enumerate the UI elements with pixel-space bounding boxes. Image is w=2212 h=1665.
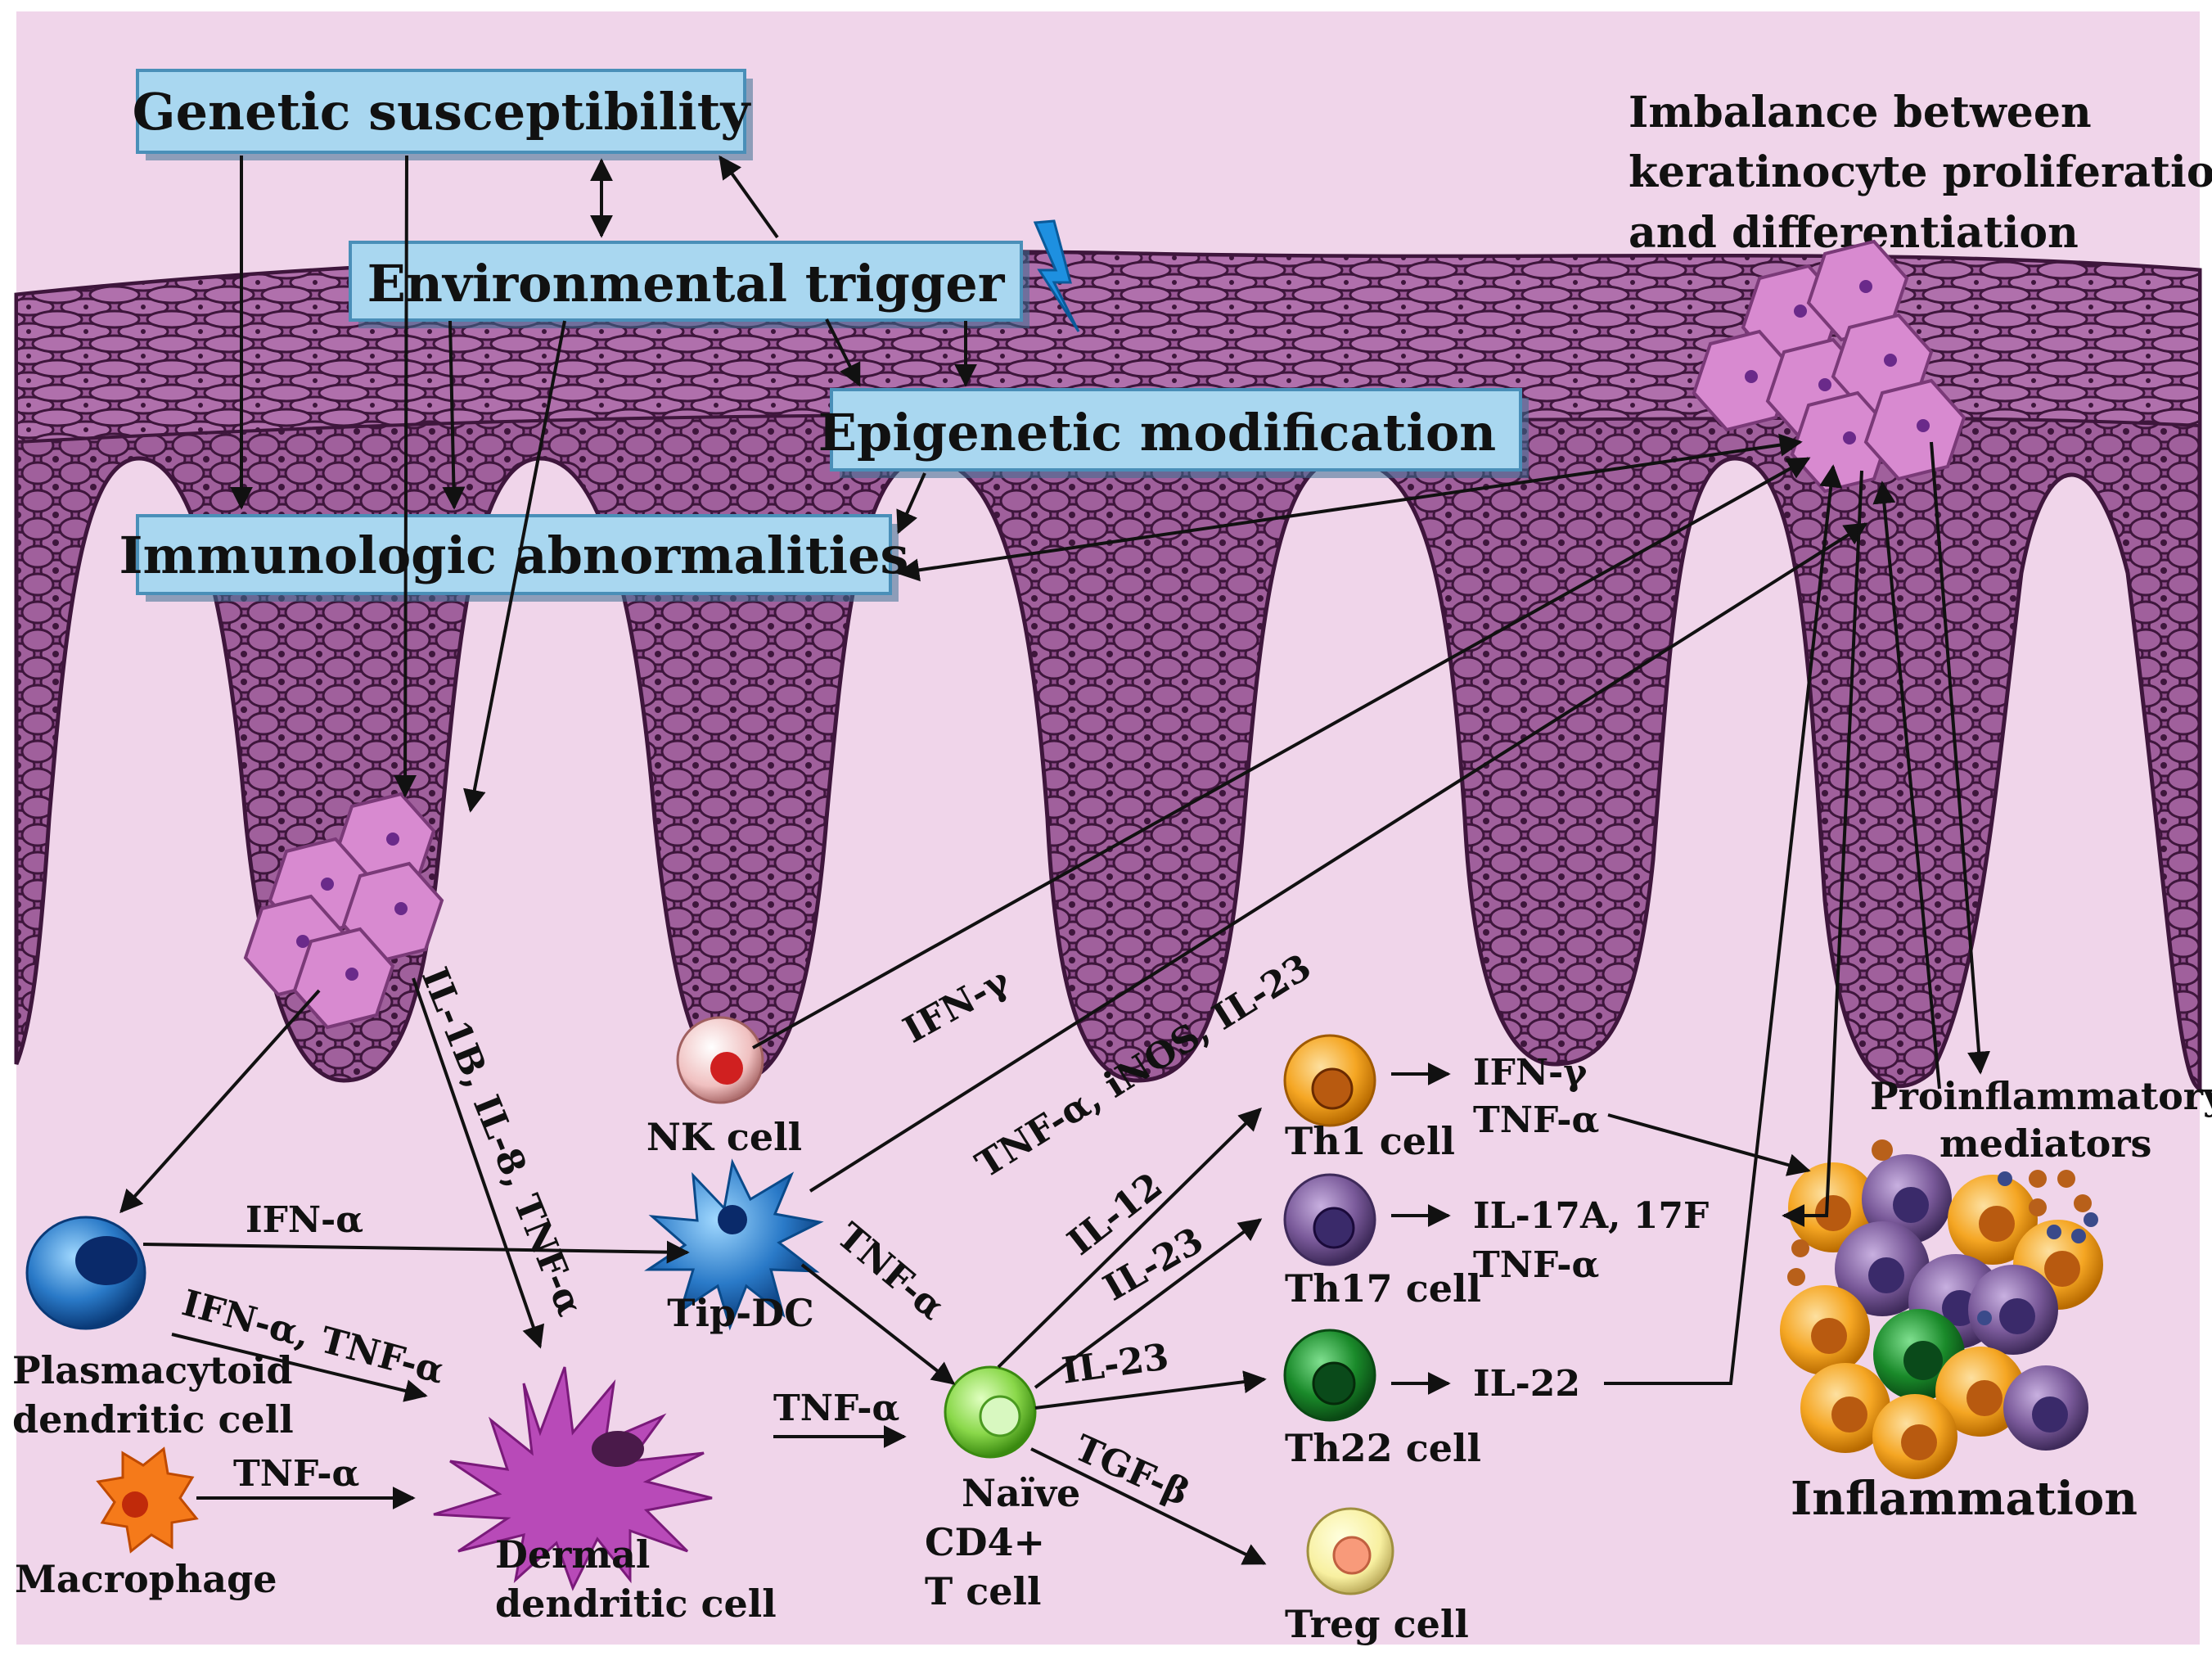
cytokine-ifn-alpha: IFN-α [246, 1199, 363, 1241]
treg-label: Treg cell [1285, 1602, 1469, 1646]
environmental-trigger-box: Environmental trigger [349, 241, 1029, 328]
tip-dc-cell [644, 1158, 824, 1331]
macrophage-label: Macrophage [15, 1557, 277, 1601]
proinflammatory-label-line1: Proinflammatory [1870, 1074, 2212, 1118]
th17-output-il17: IL-17A, 17F [1473, 1195, 1709, 1237]
th17-cell [1283, 1173, 1376, 1266]
plasmacytoid-dendritic-cell [25, 1216, 146, 1330]
cytokine-tnf-macrophage: TNF-α [233, 1453, 359, 1495]
nk-cell [676, 1016, 764, 1104]
dermal-label-line2: dendritic cell [495, 1582, 777, 1626]
environmental-trigger-label: Environmental trigger [367, 254, 1006, 314]
keratinocyte-cluster-top [1692, 239, 1966, 494]
immunologic-abnormalities-label: Immunologic abnormalities [119, 526, 909, 585]
nk-cell-label: NK cell [646, 1115, 802, 1159]
epigenetic-modification-label: Epigenetic modification [818, 403, 1497, 463]
th17-label: Th17 cell [1285, 1266, 1481, 1311]
th17-output-tnf-alpha: TNF-α [1473, 1244, 1599, 1286]
tip-dc-label: Tip-DC [667, 1291, 813, 1335]
naive-label-line3: T cell [925, 1569, 1041, 1613]
th1-output-ifn-gamma: IFN-γ [1473, 1052, 1588, 1094]
plasmacytoid-label-line1: Plasmacytoid [12, 1348, 293, 1392]
treg-cell [1306, 1507, 1394, 1595]
macrophage-cell [96, 1446, 199, 1554]
th1-label: Th1 cell [1285, 1119, 1455, 1163]
inflammation-label: Inflammation [1791, 1472, 2138, 1526]
naive-label-line1: Naïve [962, 1471, 1080, 1515]
keratinocyte-cluster-dermal [243, 792, 444, 1030]
th1-cell [1283, 1034, 1376, 1127]
epigenetic-modification-box: Epigenetic modification [818, 388, 1529, 478]
genetic-susceptibility-box: Genetic susceptibility [133, 69, 753, 160]
th1-output-tnf-alpha: TNF-α [1473, 1099, 1599, 1141]
genetic-susceptibility-label: Genetic susceptibility [133, 82, 752, 142]
inflammation-cell-cluster [1780, 1139, 2103, 1479]
naive-label-line2: CD4+ [925, 1520, 1045, 1564]
th22-label: Th22 cell [1285, 1426, 1481, 1470]
naive-cd4-t-cell [944, 1365, 1037, 1459]
proinflammatory-label-line2: mediators [1939, 1121, 2151, 1166]
lightning-bolt-icon [1033, 219, 1080, 332]
th22-output-il22: IL-22 [1473, 1363, 1580, 1405]
imbalance-line-2: keratinocyte proliferation [1629, 147, 2212, 197]
dermal-dendritic-cell [433, 1366, 713, 1591]
plasmacytoid-label-line2: dendritic cell [12, 1397, 294, 1442]
cytokine-tnf-dermal: TNF-α [773, 1388, 899, 1429]
dermal-label-line1: Dermal [495, 1532, 650, 1577]
pathway-arrows [119, 155, 1990, 1565]
th22-cell [1283, 1329, 1376, 1422]
imbalance-line-1: Imbalance between [1629, 88, 2092, 138]
